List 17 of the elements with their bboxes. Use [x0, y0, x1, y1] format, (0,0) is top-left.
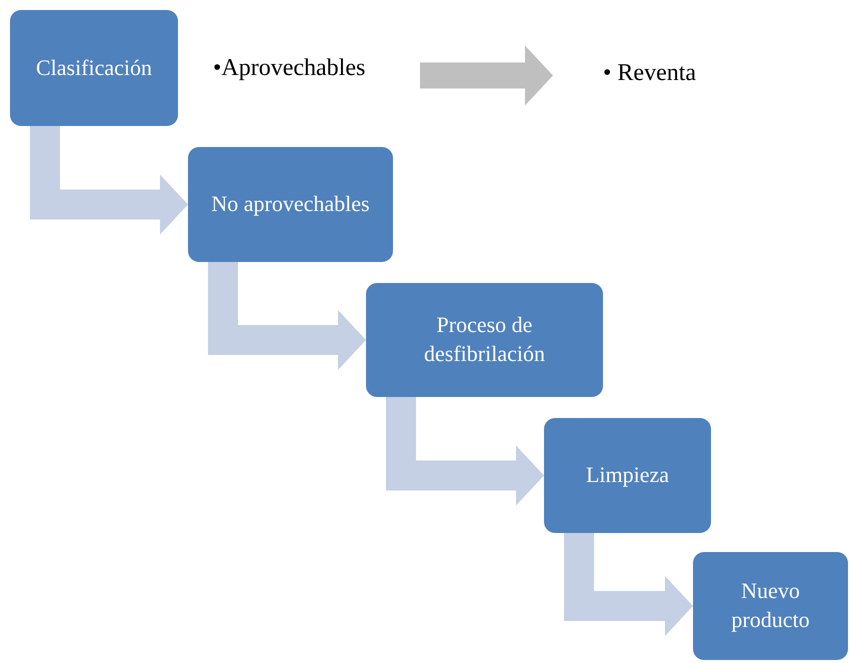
- box-label: Proceso de desfibrilación: [423, 311, 546, 368]
- process-box: [188, 147, 393, 262]
- box-label: Clasificación: [36, 54, 152, 82]
- list-item-text: •Aprovechables: [213, 55, 366, 82]
- bent-arrow: [564, 533, 693, 636]
- bent-arrow: [30, 126, 188, 234]
- arrow: [420, 46, 553, 106]
- process-box: [366, 283, 603, 397]
- box-label: Limpieza: [586, 461, 670, 490]
- list-item-text: • Reventa: [603, 60, 696, 87]
- box-label: No aprovechables: [211, 190, 370, 218]
- bent-arrow: [208, 262, 366, 370]
- box-label: Nuevo producto: [730, 577, 811, 634]
- process-box: [544, 418, 711, 533]
- process-box: [10, 10, 178, 126]
- bent-arrow: [386, 397, 544, 506]
- process-box: [693, 552, 848, 660]
